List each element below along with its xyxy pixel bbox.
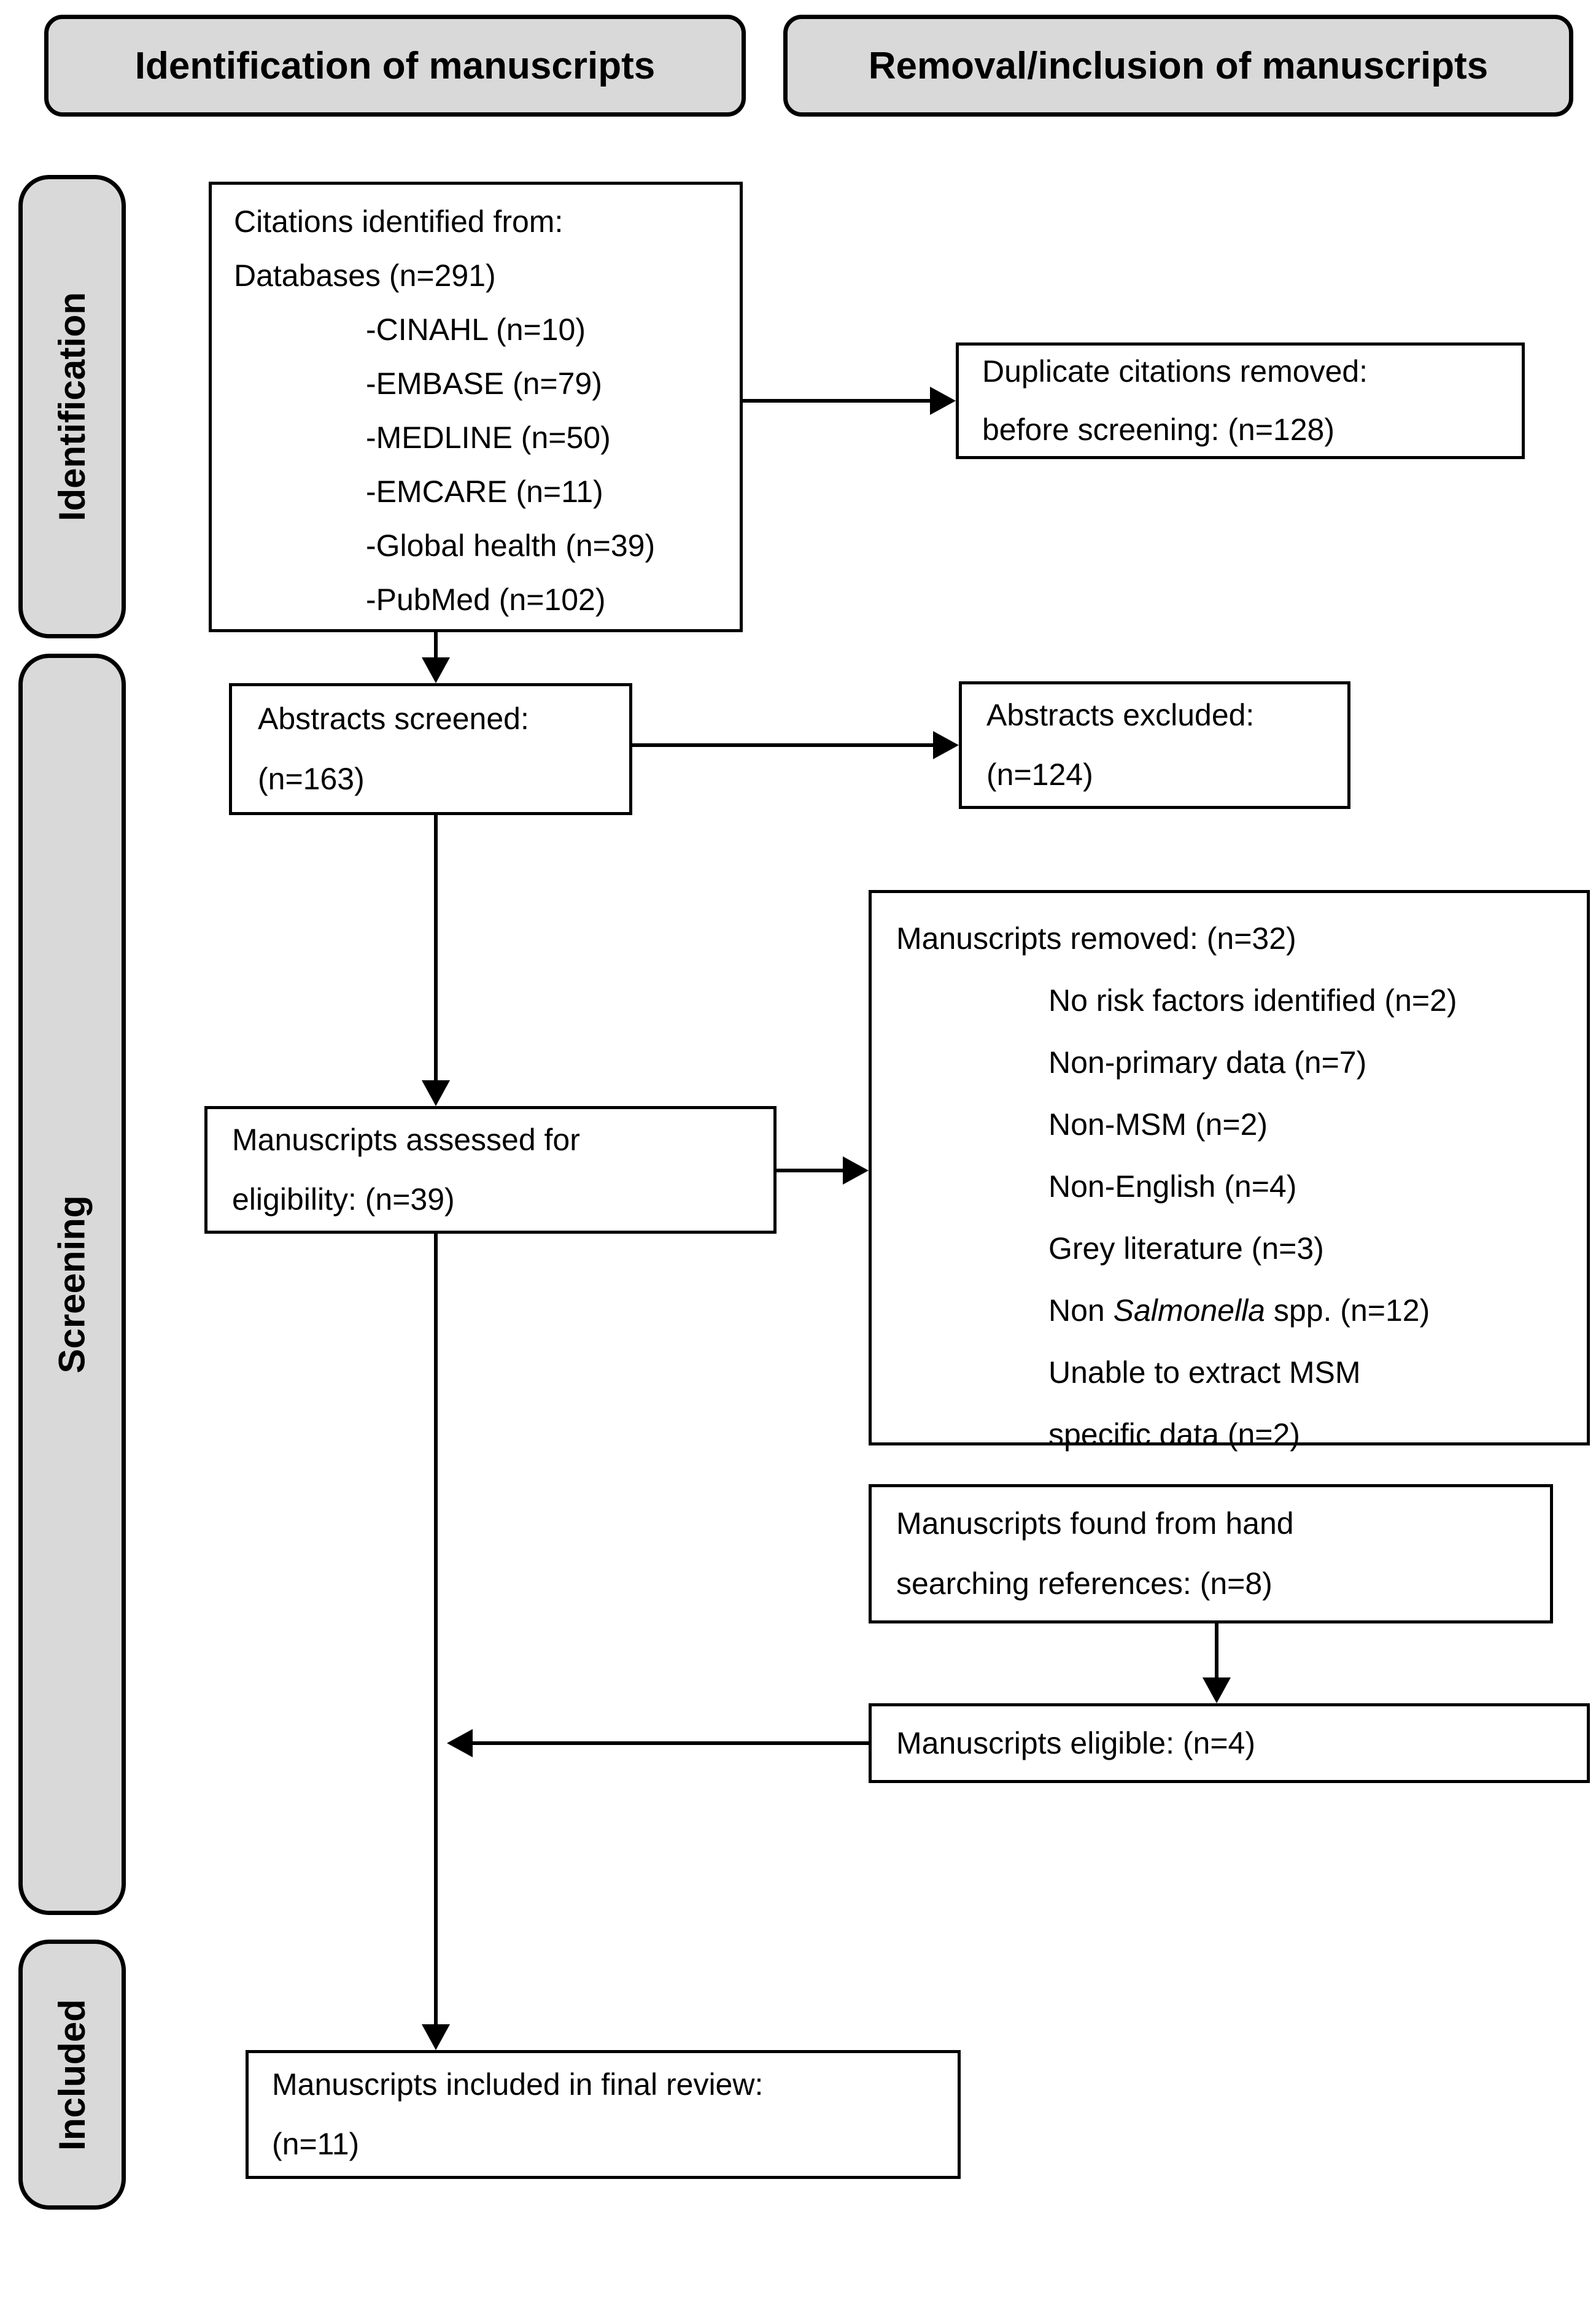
stage-label: Included xyxy=(52,1998,93,2151)
text-segment: Non xyxy=(1048,1293,1114,1328)
box-line: -Global health (n=39) xyxy=(366,528,656,563)
box-line: Manuscripts assessed for xyxy=(232,1122,580,1157)
header-label: Identification of manuscripts xyxy=(134,44,656,87)
stage-rail-included: Included xyxy=(18,1940,126,2210)
arrowhead-right-icon xyxy=(933,731,959,759)
box-line: Manuscripts found from hand xyxy=(896,1506,1294,1541)
stage-label: Identification xyxy=(52,292,93,522)
box-line: Grey literature (n=3) xyxy=(1048,1231,1324,1266)
box-line: searching references: (n=8) xyxy=(896,1566,1273,1601)
box-line: Non-MSM (n=2) xyxy=(1048,1107,1268,1142)
box-line: (n=124) xyxy=(986,757,1093,792)
text-segment: spp. (n=12) xyxy=(1265,1293,1430,1328)
arrowhead-right-icon xyxy=(930,387,956,415)
box-abstracts-screened: Abstracts screened: (n=163) xyxy=(229,683,632,815)
box-line: before screening: (n=128) xyxy=(982,412,1335,447)
box-line: -EMBASE (n=79) xyxy=(366,366,602,401)
arrowhead-right-icon xyxy=(843,1156,869,1185)
box-manuscripts-assessed: Manuscripts assessed for eligibility: (n… xyxy=(204,1106,777,1234)
box-line: No risk factors identified (n=2) xyxy=(1048,983,1457,1018)
box-manuscripts-eligible: Manuscripts eligible: (n=4) xyxy=(869,1703,1590,1783)
connector-eligible-to-main-flow xyxy=(473,1741,869,1745)
arrowhead-down-icon xyxy=(1203,1677,1231,1703)
connector-citations-to-screened xyxy=(434,632,438,660)
box-line: Non-primary data (n=7) xyxy=(1048,1045,1367,1080)
box-line: -CINAHL (n=10) xyxy=(366,312,586,347)
arrowhead-down-icon xyxy=(422,657,450,683)
connector-citations-to-duplicates xyxy=(743,399,931,403)
box-line: Duplicate citations removed: xyxy=(982,354,1368,389)
connector-screened-to-assessed xyxy=(434,815,438,1081)
stage-rail-identification: Identification xyxy=(18,175,126,638)
stage-label: Screening xyxy=(52,1195,93,1374)
arrowhead-down-icon xyxy=(422,1080,450,1106)
box-line: Databases (n=291) xyxy=(234,258,496,293)
box-line: eligibility: (n=39) xyxy=(232,1182,455,1217)
connector-handsearch-to-eligible xyxy=(1215,1623,1218,1679)
box-manuscripts-removed: Manuscripts removed: (n=32) No risk fact… xyxy=(869,890,1590,1452)
box-line: specific data (n=2) xyxy=(1048,1417,1300,1452)
box-line: Unable to extract MSM xyxy=(1048,1355,1361,1390)
text-segment-italic: Salmonella xyxy=(1113,1293,1265,1328)
box-line: (n=163) xyxy=(258,761,365,796)
box-line: Citations identified from: xyxy=(234,204,564,239)
arrowhead-down-icon xyxy=(422,2024,450,2050)
box-duplicate-citations-removed: Duplicate citations removed: before scre… xyxy=(956,342,1525,459)
box-line: Abstracts screened: xyxy=(258,702,529,736)
box-line: Manuscripts removed: (n=32) xyxy=(896,921,1296,956)
connector-assessed-to-removed xyxy=(777,1169,844,1172)
box-included-final-review: Manuscripts included in final review: (n… xyxy=(246,2050,961,2179)
box-citations-identified: Citations identified from: Databases (n=… xyxy=(209,182,743,632)
connector-screened-to-excluded xyxy=(632,743,934,747)
header-identification-of-manuscripts: Identification of manuscripts xyxy=(44,15,746,117)
box-line: Manuscripts included in final review: xyxy=(272,2067,764,2102)
box-line: Non-English (n=4) xyxy=(1048,1169,1297,1204)
arrowhead-left-icon xyxy=(447,1729,473,1757)
box-line: -MEDLINE (n=50) xyxy=(366,420,611,455)
box-hand-searching-references: Manuscripts found from hand searching re… xyxy=(869,1484,1553,1623)
box-line: -PubMed (n=102) xyxy=(366,582,606,617)
box-line: Manuscripts eligible: (n=4) xyxy=(896,1726,1255,1760)
stage-rail-screening: Screening xyxy=(18,654,126,1915)
box-line: Abstracts excluded: xyxy=(986,697,1255,732)
header-removal-inclusion-of-manuscripts: Removal/inclusion of manuscripts xyxy=(783,15,1573,117)
box-line: (n=11) xyxy=(272,2127,360,2161)
box-line-salmonella: Non Salmonella spp. (n=12) xyxy=(896,1280,1582,1342)
box-line: -EMCARE (n=11) xyxy=(366,474,603,509)
box-abstracts-excluded: Abstracts excluded: (n=124) xyxy=(959,681,1350,809)
connector-assessed-to-final xyxy=(434,1234,438,2025)
header-label: Removal/inclusion of manuscripts xyxy=(868,44,1489,87)
